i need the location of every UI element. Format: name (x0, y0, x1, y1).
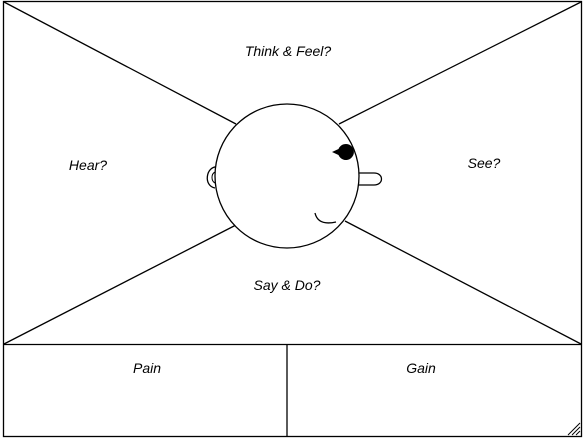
eye-icon (332, 144, 354, 160)
resize-grip-icon[interactable] (567, 422, 581, 436)
smile-icon (314, 212, 337, 224)
diagonal-bottom-left (3, 224, 237, 345)
gain-label: Gain (406, 360, 436, 376)
nose-icon (354, 172, 383, 186)
diagonal-bottom-right (344, 220, 582, 345)
say-do-label: Say & Do? (254, 277, 321, 293)
diagonal-top-right (338, 1, 582, 125)
diagonal-top-left (3, 1, 237, 125)
head-icon (206, 103, 383, 249)
face-circle (214, 103, 360, 249)
see-label: See? (468, 155, 501, 171)
pain-label: Pain (133, 360, 161, 376)
think-feel-label: Think & Feel? (245, 43, 332, 59)
hear-label: Hear? (69, 157, 107, 173)
